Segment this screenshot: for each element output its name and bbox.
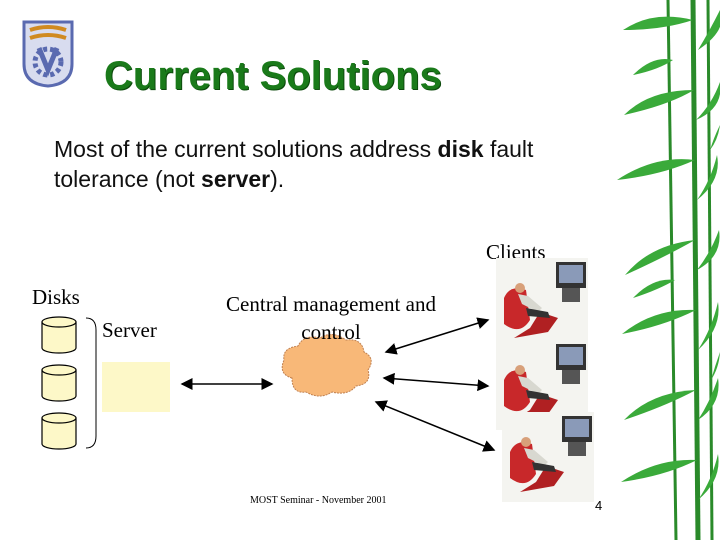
arrow-cloud-client-3 xyxy=(374,400,496,452)
cloud-shape xyxy=(281,334,372,397)
university-logo xyxy=(22,20,74,88)
disk-icon xyxy=(41,364,77,402)
server-label: Server xyxy=(102,318,157,342)
disks-label: Disks xyxy=(32,285,80,309)
arrow-cloud-client-2 xyxy=(382,372,490,392)
client-user-icon xyxy=(502,412,594,502)
slide-footer: MOST Seminar - November 2001 xyxy=(250,495,387,506)
client-user-icon xyxy=(496,258,588,348)
body-text-part: Most of the current solutions address xyxy=(54,136,438,162)
body-text-part: fault tolerance (not xyxy=(54,136,534,192)
body-text: Most of the current solutions address di… xyxy=(54,134,594,194)
architecture-diagram xyxy=(41,316,496,452)
body-text-part: ). xyxy=(270,166,285,192)
bamboo-decoration xyxy=(617,0,720,540)
disk-icon xyxy=(41,412,77,450)
arrow-cloud-client-1 xyxy=(384,317,490,355)
disk-icon xyxy=(41,316,77,354)
central-management-label: Central management and control xyxy=(226,292,436,344)
slide-title: Current Solutions xyxy=(104,54,442,98)
body-emphasis-disk: disk xyxy=(437,136,484,162)
page-number: 4 xyxy=(595,498,603,513)
body-emphasis-server: server xyxy=(201,166,271,192)
server-box xyxy=(102,362,170,412)
disk-bracket xyxy=(85,317,97,449)
